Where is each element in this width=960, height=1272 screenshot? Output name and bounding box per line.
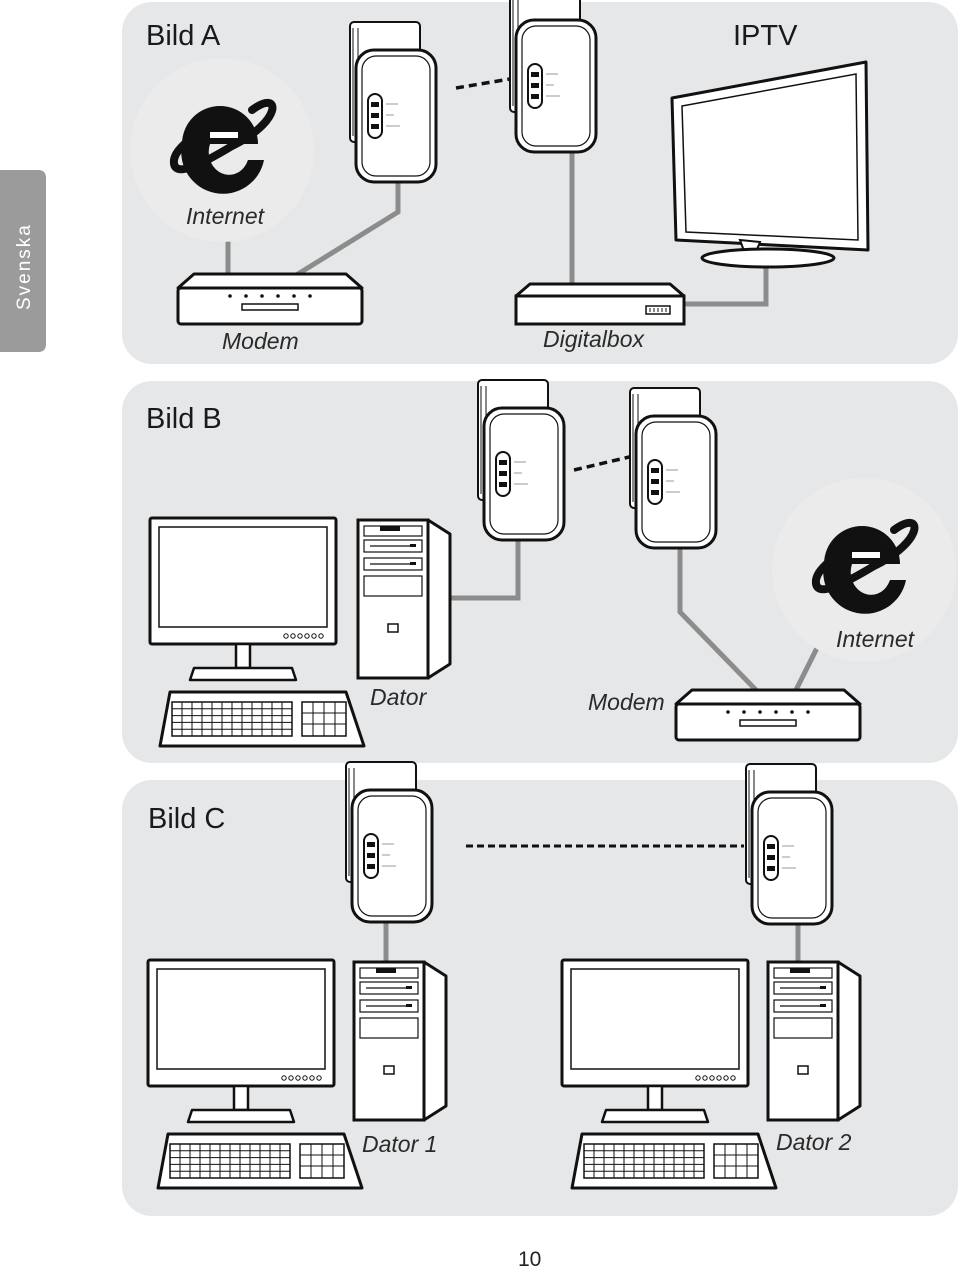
page-number: 10 — [518, 1248, 541, 1271]
panel-a-title: Bild A — [146, 20, 221, 52]
modem-icon — [674, 688, 862, 742]
desktop-computer-icon — [146, 958, 364, 1190]
modem-icon — [176, 272, 364, 326]
panel-c — [122, 780, 958, 1216]
powerline-adapter-icon — [508, 0, 598, 154]
desktop-computer-icon — [560, 958, 778, 1190]
desktop-computer-icon — [766, 960, 862, 1122]
panel-b-title: Bild B — [146, 403, 222, 435]
panel-b — [122, 381, 958, 763]
panel-b-modem-label: Modem — [588, 689, 665, 715]
panel-a-digitalbox-label: Digitalbox — [543, 326, 645, 352]
desktop-computer-icon — [352, 960, 448, 1122]
panel-c-computer1-label: Dator 1 — [362, 1131, 437, 1157]
panel-c-computer2-label: Dator 2 — [776, 1129, 852, 1155]
language-tab-label: Svenska — [14, 223, 35, 310]
panel-a-subtitle: IPTV — [733, 20, 798, 52]
tv-icon — [670, 60, 870, 269]
panel-c-title: Bild C — [148, 803, 225, 835]
panel-a-modem-label: Modem — [222, 328, 299, 354]
panel-b-computer-label: Dator — [370, 684, 428, 710]
desktop-computer-icon — [148, 516, 366, 748]
panel-a-internet-label: Internet — [186, 203, 266, 229]
language-tab — [0, 170, 46, 352]
digitalbox-icon — [514, 282, 686, 326]
panel-b-internet-label: Internet — [836, 626, 916, 652]
desktop-computer-icon — [356, 518, 452, 680]
